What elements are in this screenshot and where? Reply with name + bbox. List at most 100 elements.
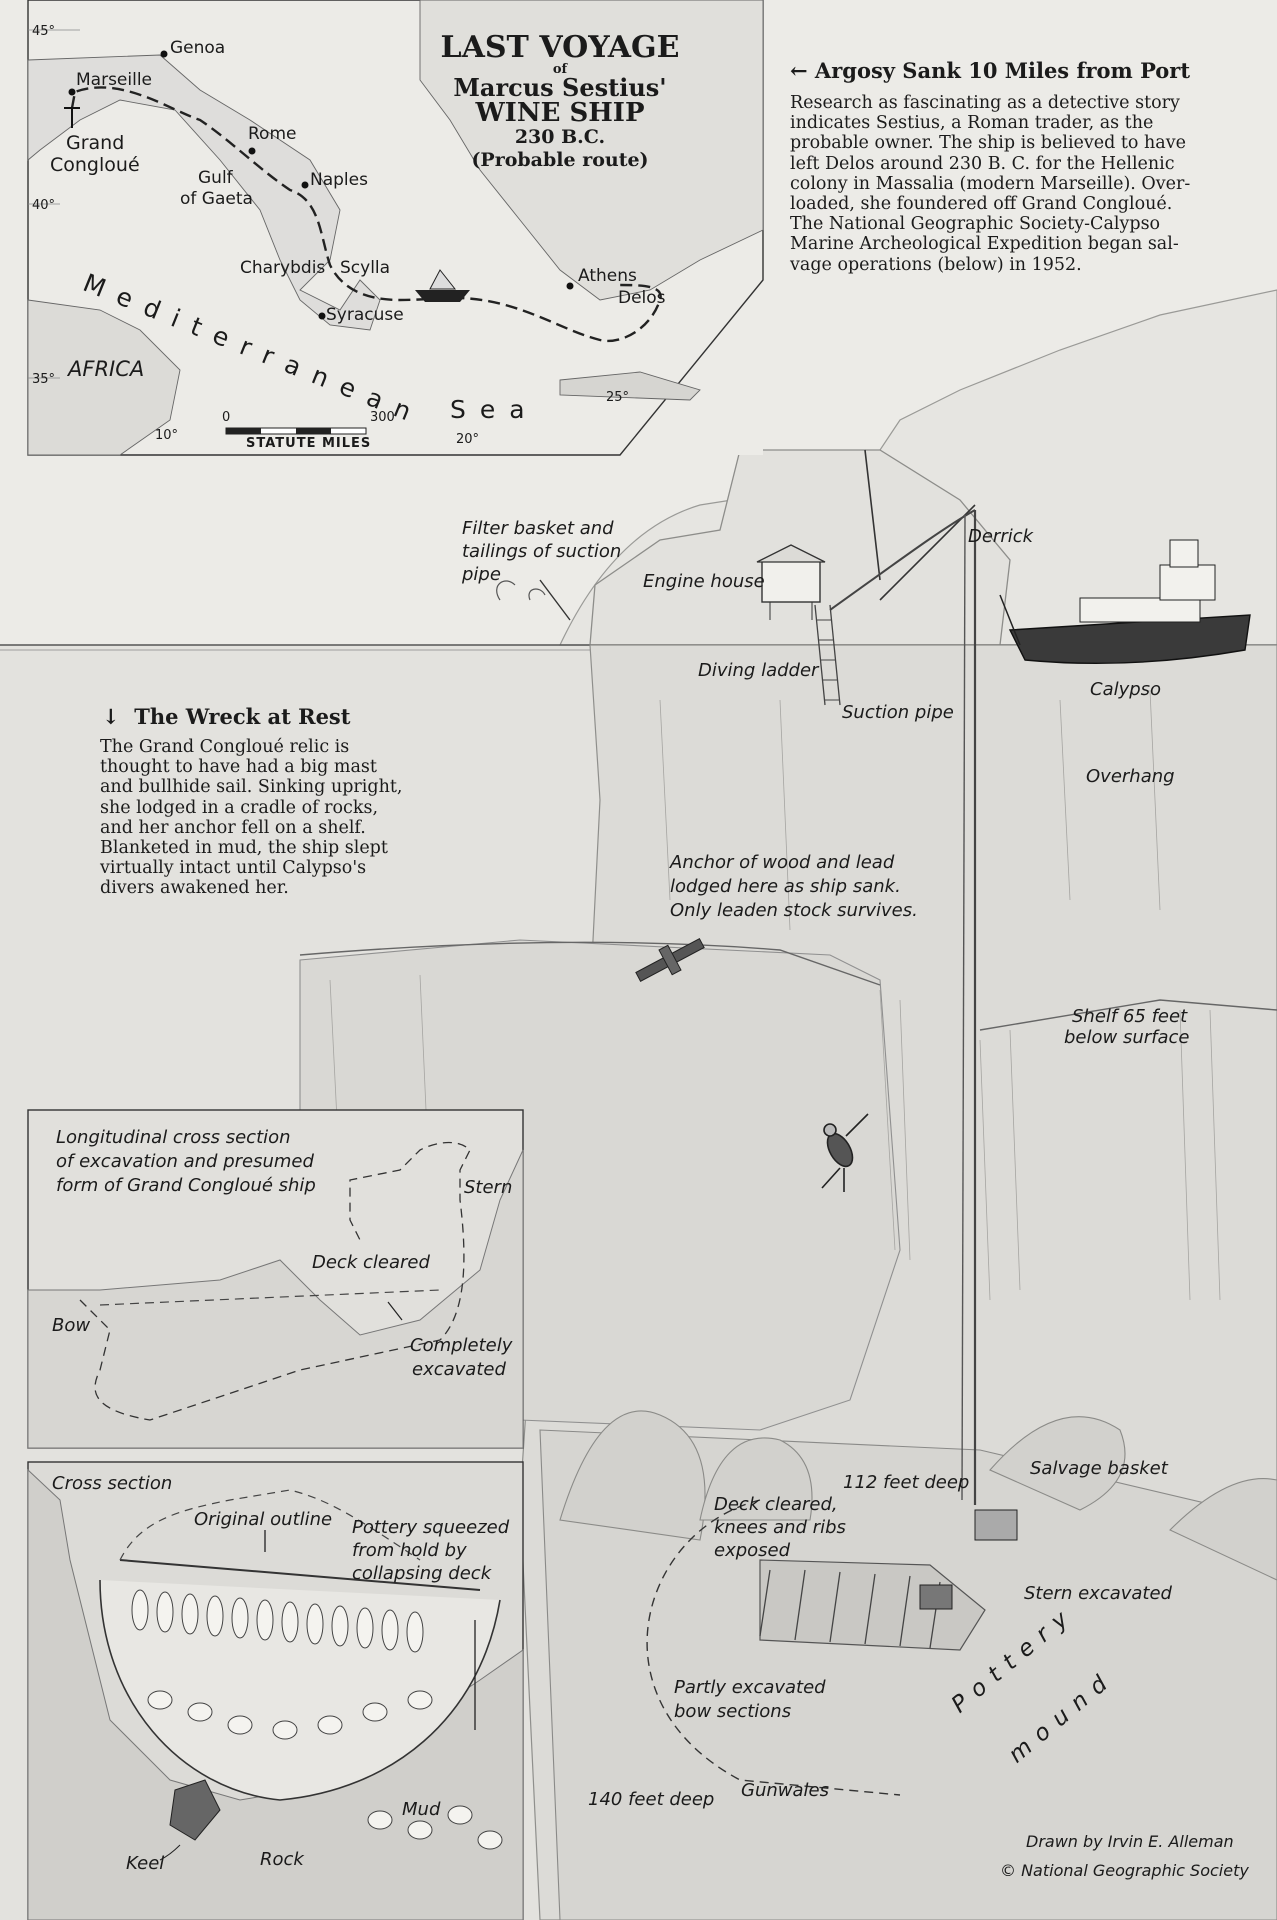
longitudinal-stern: Stern [464, 1177, 513, 1198]
map-title-line1: LAST VOYAGE [440, 30, 680, 65]
wreck-heading-text: The Wreck at Rest [134, 704, 351, 729]
place-genoa: Genoa [170, 38, 226, 58]
map-title-line3: Marcus Sestius' [453, 73, 667, 102]
coord-25: 25° [606, 390, 630, 405]
argosy-line: colony in Massalia (modern Marseille). O… [790, 173, 1191, 194]
wreck-line: she lodged in a cradle of rocks, [100, 797, 379, 818]
argosy-line: indicates Sestius, a Roman trader, as th… [790, 113, 1154, 134]
longitudinal-completely-line2: excavated [412, 1359, 506, 1380]
wreck-line: divers awakened her. [100, 878, 289, 899]
label-overhang: Overhang [1086, 766, 1175, 787]
map-title-line4: WINE SHIP [475, 98, 645, 128]
cross-pottery-line1: Pottery squeezed [352, 1517, 510, 1538]
wreck-line: thought to have had a big mast [100, 757, 377, 778]
argosy-heading-text: Argosy Sank 10 Miles from Port [814, 58, 1191, 83]
label-partly-line2: bow sections [674, 1701, 792, 1722]
cross-mud: Mud [402, 1799, 441, 1820]
label-filter-line2: tailings of suction [462, 541, 622, 562]
arrow-left-icon: ← [790, 58, 815, 83]
wreck-line: and bullhide sail. Sinking upright, [100, 777, 403, 798]
longitudinal-title-line2: of excavation and presumed [56, 1151, 314, 1172]
scale-label: STATUTE MILES [246, 436, 372, 451]
label-salvage-basket: Salvage basket [1030, 1458, 1168, 1479]
map-title-line5: 230 B.C. [514, 126, 606, 148]
longitudinal-title-line3: form of Grand Congloué ship [56, 1175, 316, 1196]
scale-max: 300 [370, 410, 395, 425]
place-grand-conglou-line1: Grand [66, 132, 125, 154]
longitudinal-title-line1: Longitudinal cross section [56, 1127, 291, 1148]
argosy-line: loaded, she foundered off Grand Congloué… [790, 194, 1173, 215]
map-title-line6: (Probable route) [471, 149, 649, 171]
label-shelf-line2: below surface [1064, 1027, 1190, 1048]
coord-35: 35° [32, 372, 56, 387]
label-filter-line1: Filter basket and [462, 518, 614, 539]
place-delos: Delos [618, 288, 666, 308]
label-derrick: Derrick [968, 526, 1034, 547]
place-africa: AFRICA [68, 357, 145, 381]
label-diving-ladder: Diving ladder [698, 660, 819, 681]
argosy-heading: ← Argosy Sank 10 Miles from Port [790, 58, 1190, 83]
label-suction-pipe: Suction pipe [842, 702, 954, 723]
scale-zero: 0 [222, 410, 231, 425]
argosy-paragraph: Research as fascinating as a detective s… [790, 93, 1230, 275]
wreck-heading: ↓ The Wreck at Rest [102, 704, 350, 729]
label-shelf-line1: Shelf 65 feet [1072, 1006, 1188, 1027]
cross-pottery-line3: collapsing deck [352, 1563, 492, 1584]
label-stern-excavated: Stern excavated [1024, 1583, 1172, 1604]
place-athens: Athens [578, 266, 637, 286]
place-gulf-line1: Gulf [198, 168, 233, 188]
place-syracuse: Syracuse [326, 305, 404, 325]
label-partly-line1: Partly excavated [674, 1677, 826, 1698]
label-anchor-line1: Anchor of wood and lead [670, 852, 895, 873]
label-140-feet: 140 feet deep [588, 1789, 715, 1810]
argosy-line: Marine Archeological Expedition began sa… [790, 234, 1179, 255]
label-filter-line3: pipe [462, 564, 501, 585]
place-naples: Naples [310, 170, 368, 190]
cross-original-outline: Original outline [194, 1509, 333, 1530]
label-deck-line1: Deck cleared, [714, 1494, 838, 1515]
place-scylla: Scylla [340, 258, 391, 278]
label-calypso: Calypso [1090, 679, 1162, 700]
argosy-line: left Delos around 230 B. C. for the Hell… [790, 153, 1175, 174]
place-gulf-line2: of Gaeta [180, 189, 253, 209]
place-rome: Rome [248, 124, 297, 144]
place-grand-conglou-line2: Congloué [50, 154, 140, 176]
label-112-feet: 112 feet deep [843, 1472, 970, 1493]
argosy-line: probable owner. The ship is believed to … [790, 133, 1186, 154]
coord-40: 40° [32, 198, 56, 213]
map-title: LAST VOYAGE of Marcus Sestius' WINE SHIP… [425, 32, 695, 172]
longitudinal-deck-cleared: Deck cleared [312, 1252, 430, 1273]
wreck-line: The Grand Congloué relic is [100, 737, 350, 757]
coord-20: 20° [456, 432, 480, 447]
cross-rock: Rock [260, 1849, 304, 1870]
place-charybdis: Charybdis [240, 258, 326, 278]
wreck-paragraph: The Grand Congloué relic is thought to h… [100, 737, 428, 899]
argosy-line: vage operations (below) in 1952. [790, 254, 1082, 275]
place-marseille: Marseille [76, 70, 153, 90]
label-deck-line3: exposed [714, 1540, 791, 1561]
argosy-line: Research as fascinating as a detective s… [790, 93, 1180, 113]
argosy-line: The National Geographic Society-Calypso [790, 214, 1161, 235]
credit-artist: Drawn by Irvin E. Alleman [1026, 1832, 1234, 1851]
sea-label-sea: Sea [450, 395, 539, 424]
wreck-line: Blanketed in mud, the ship slept [100, 838, 388, 859]
credit-copyright: © National Geographic Society [1000, 1861, 1249, 1880]
arrow-down-icon: ↓ [102, 704, 135, 729]
coord-45: 45° [32, 24, 56, 39]
longitudinal-completely-line1: Completely [410, 1335, 513, 1356]
map-title-line2: of [552, 62, 568, 77]
label-gunwales: Gunwales [741, 1780, 829, 1801]
cross-keel: Keel [126, 1853, 165, 1874]
cross-pottery-line2: from hold by [352, 1540, 467, 1561]
wreck-line: and her anchor fell on a shelf. [100, 817, 366, 838]
label-anchor-line2: lodged here as ship sank. [670, 876, 901, 897]
label-deck-line2: knees and ribs [714, 1517, 846, 1538]
label-engine-house: Engine house [643, 571, 765, 592]
cross-title: Cross section [52, 1473, 173, 1494]
wreck-line: virtually intact until Calypso's [100, 858, 367, 879]
label-anchor-line3: Only leaden stock survives. [670, 900, 918, 921]
longitudinal-bow: Bow [52, 1315, 91, 1336]
coord-10: 10° [155, 428, 179, 443]
